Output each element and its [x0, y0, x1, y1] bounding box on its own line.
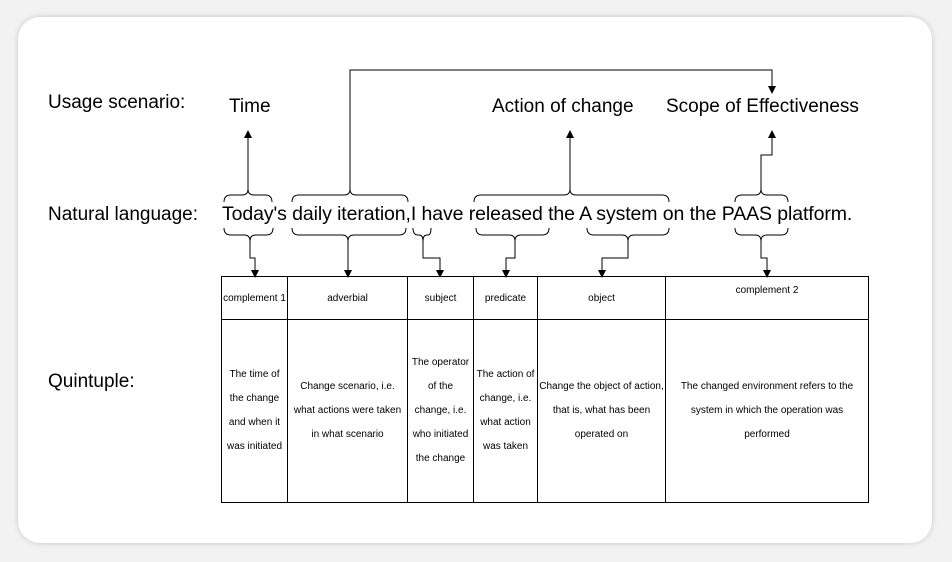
brace-bottom-paas: [734, 227, 789, 242]
word-a-system: A system: [579, 203, 658, 225]
table-header-row: complement 1 adverbial subject predicate…: [221, 276, 869, 320]
word-daily-iteration: daily iteration,: [292, 203, 411, 225]
natural-language-sentence: Today's daily iteration,I have released …: [222, 203, 852, 226]
brace-bottom-released: [475, 227, 550, 242]
brace-top-paas: [734, 188, 789, 203]
word-todays: Today's: [222, 203, 287, 225]
header-complement-1: complement 1: [221, 276, 288, 320]
word-i: I: [410, 203, 417, 225]
brace-bottom-daily-iteration: [291, 227, 407, 242]
word-have: have: [421, 203, 464, 225]
table-row: The time of the change and when it was i…: [221, 319, 869, 503]
scenario-action-of-change: Action of change: [492, 96, 634, 117]
cell-adverbial: Change scenario, i.e. what actions were …: [287, 319, 408, 503]
header-object: object: [537, 276, 666, 320]
cell-complement-1: The time of the change and when it was i…: [221, 319, 288, 503]
brace-top-released-system: [473, 188, 670, 203]
header-predicate: predicate: [473, 276, 538, 320]
quintuple-table: complement 1 adverbial subject predicate…: [221, 276, 869, 503]
header-adverbial: adverbial: [287, 276, 408, 320]
word-paas: PAAS: [721, 203, 772, 225]
natural-language-label: Natural language:: [48, 204, 198, 225]
cell-complement-2: The changed environment refers to the sy…: [665, 319, 869, 503]
cell-predicate: The action of change, i.e. what action w…: [473, 319, 538, 503]
header-subject: subject: [407, 276, 474, 320]
brace-top-todays: [223, 188, 273, 203]
brace-bottom-a-system: [586, 227, 670, 242]
word-released: released: [468, 203, 543, 225]
cell-object: Change the object of action, that is, wh…: [537, 319, 666, 503]
scenario-scope-of-effectiveness: Scope of Effectiveness: [666, 96, 859, 117]
usage-scenario-label: Usage scenario:: [48, 92, 186, 113]
word-the: the: [548, 203, 575, 225]
brace-bottom-i: [412, 227, 432, 242]
scenario-time: Time: [229, 96, 271, 117]
cell-subject: The operator of the change, i.e. who ini…: [407, 319, 474, 503]
word-on-the: on the: [662, 203, 717, 225]
header-complement-2: complement 2: [665, 276, 869, 320]
word-platform: platform.: [777, 203, 853, 225]
brace-bottom-todays: [223, 227, 274, 242]
brace-top-daily-iteration: [291, 188, 409, 203]
quintuple-label: Quintuple:: [48, 371, 135, 392]
